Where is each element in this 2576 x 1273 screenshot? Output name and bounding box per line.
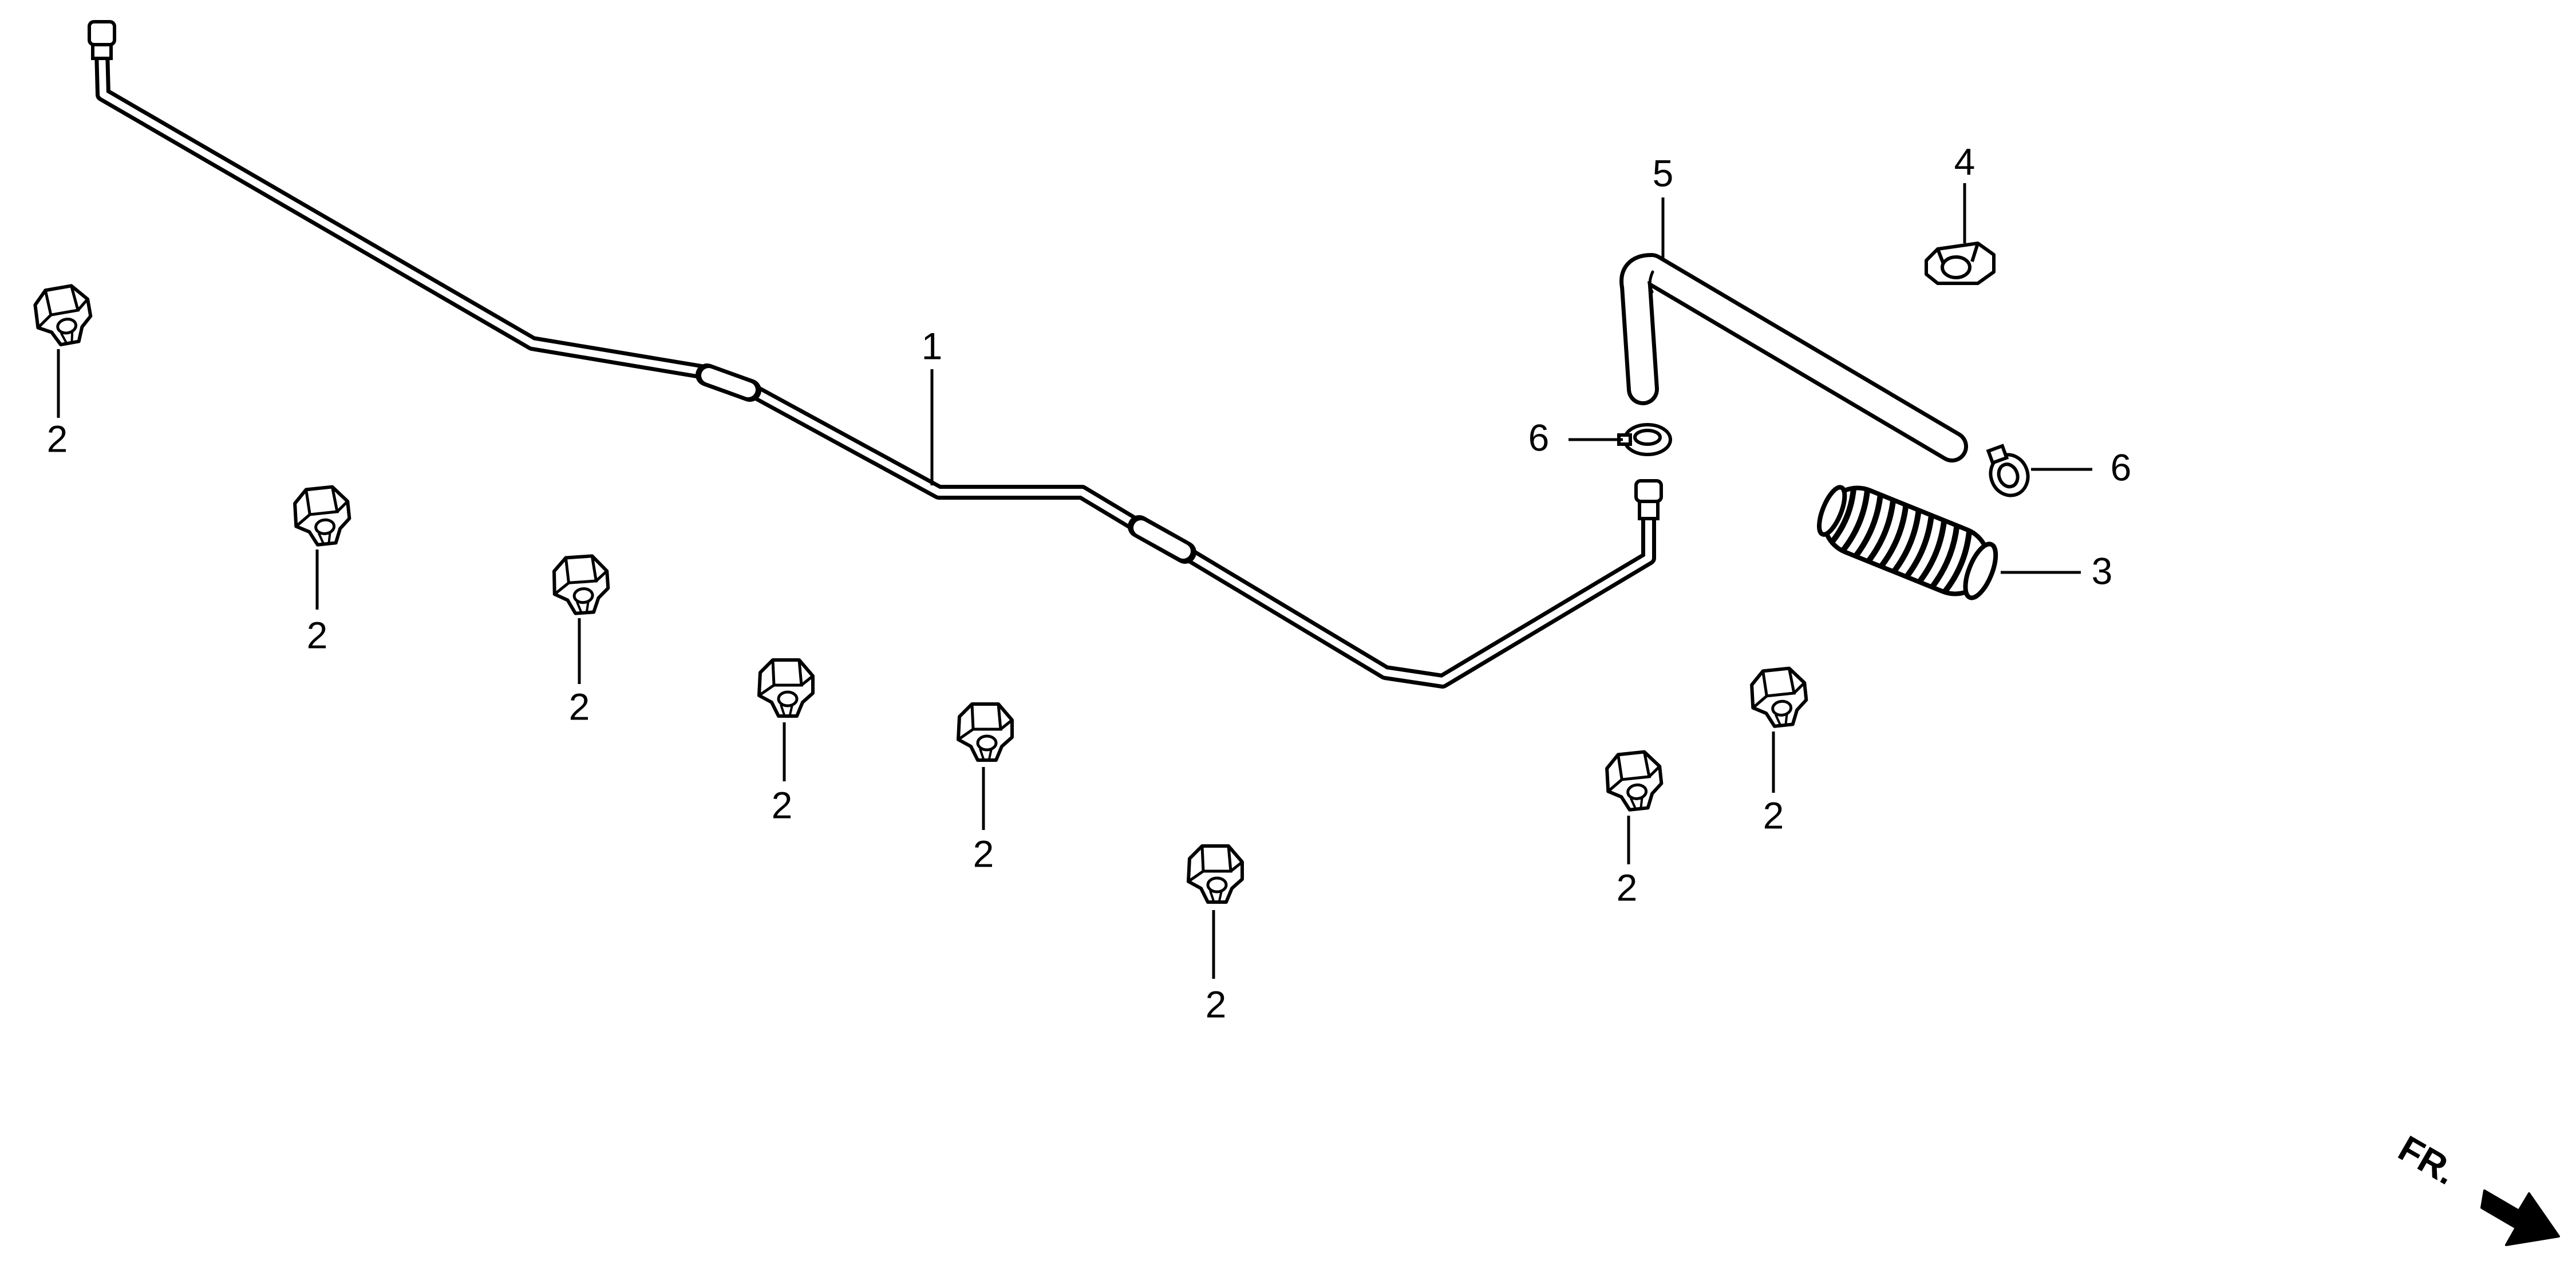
hose: [1619, 253, 1968, 462]
pipe-inner: [98, 47, 1652, 685]
callout-3: 3: [2092, 549, 2113, 592]
clip-3: [552, 555, 610, 615]
clip-4: [759, 660, 813, 716]
callout-2-a: 2: [47, 417, 68, 460]
front-label: FR.: [2392, 1128, 2463, 1193]
callout-2-e: 2: [973, 832, 994, 875]
front-arrow-icon: [2480, 1189, 2560, 1246]
callout-5: 5: [1653, 152, 1674, 194]
clip-2: [293, 485, 352, 547]
clip-6: [1188, 846, 1242, 902]
clip-1: [32, 283, 95, 348]
pipe: [94, 43, 1656, 689]
leader-lines: [57, 183, 2092, 979]
callout-6-right: 6: [2111, 446, 2132, 488]
pipe-outline: [94, 43, 1656, 689]
hose-clip-1: [1617, 423, 1672, 456]
clamp: [1925, 242, 1996, 285]
clip-8: [1749, 667, 1809, 728]
callout-2-g: 2: [1617, 866, 1638, 908]
clip-7: [1605, 750, 1664, 812]
front-direction-indicator: FR.: [2392, 1128, 2560, 1246]
callout-4: 4: [1954, 140, 1976, 183]
callout-2-b: 2: [307, 614, 328, 656]
callout-2-c: 2: [569, 685, 590, 728]
hose-clip-2: [1986, 444, 2030, 497]
boot: [1817, 485, 1998, 600]
callout-2-d: 2: [772, 784, 793, 826]
clip-5: [958, 704, 1012, 760]
pipe-end-fitting-right: [1634, 479, 1663, 520]
callout-2-h: 2: [1763, 794, 1784, 836]
callout-6-left: 6: [1528, 416, 1550, 458]
callout-1: 1: [922, 325, 943, 367]
pipe-end-fitting-left: [88, 20, 116, 60]
callout-2-f: 2: [1206, 983, 1227, 1025]
